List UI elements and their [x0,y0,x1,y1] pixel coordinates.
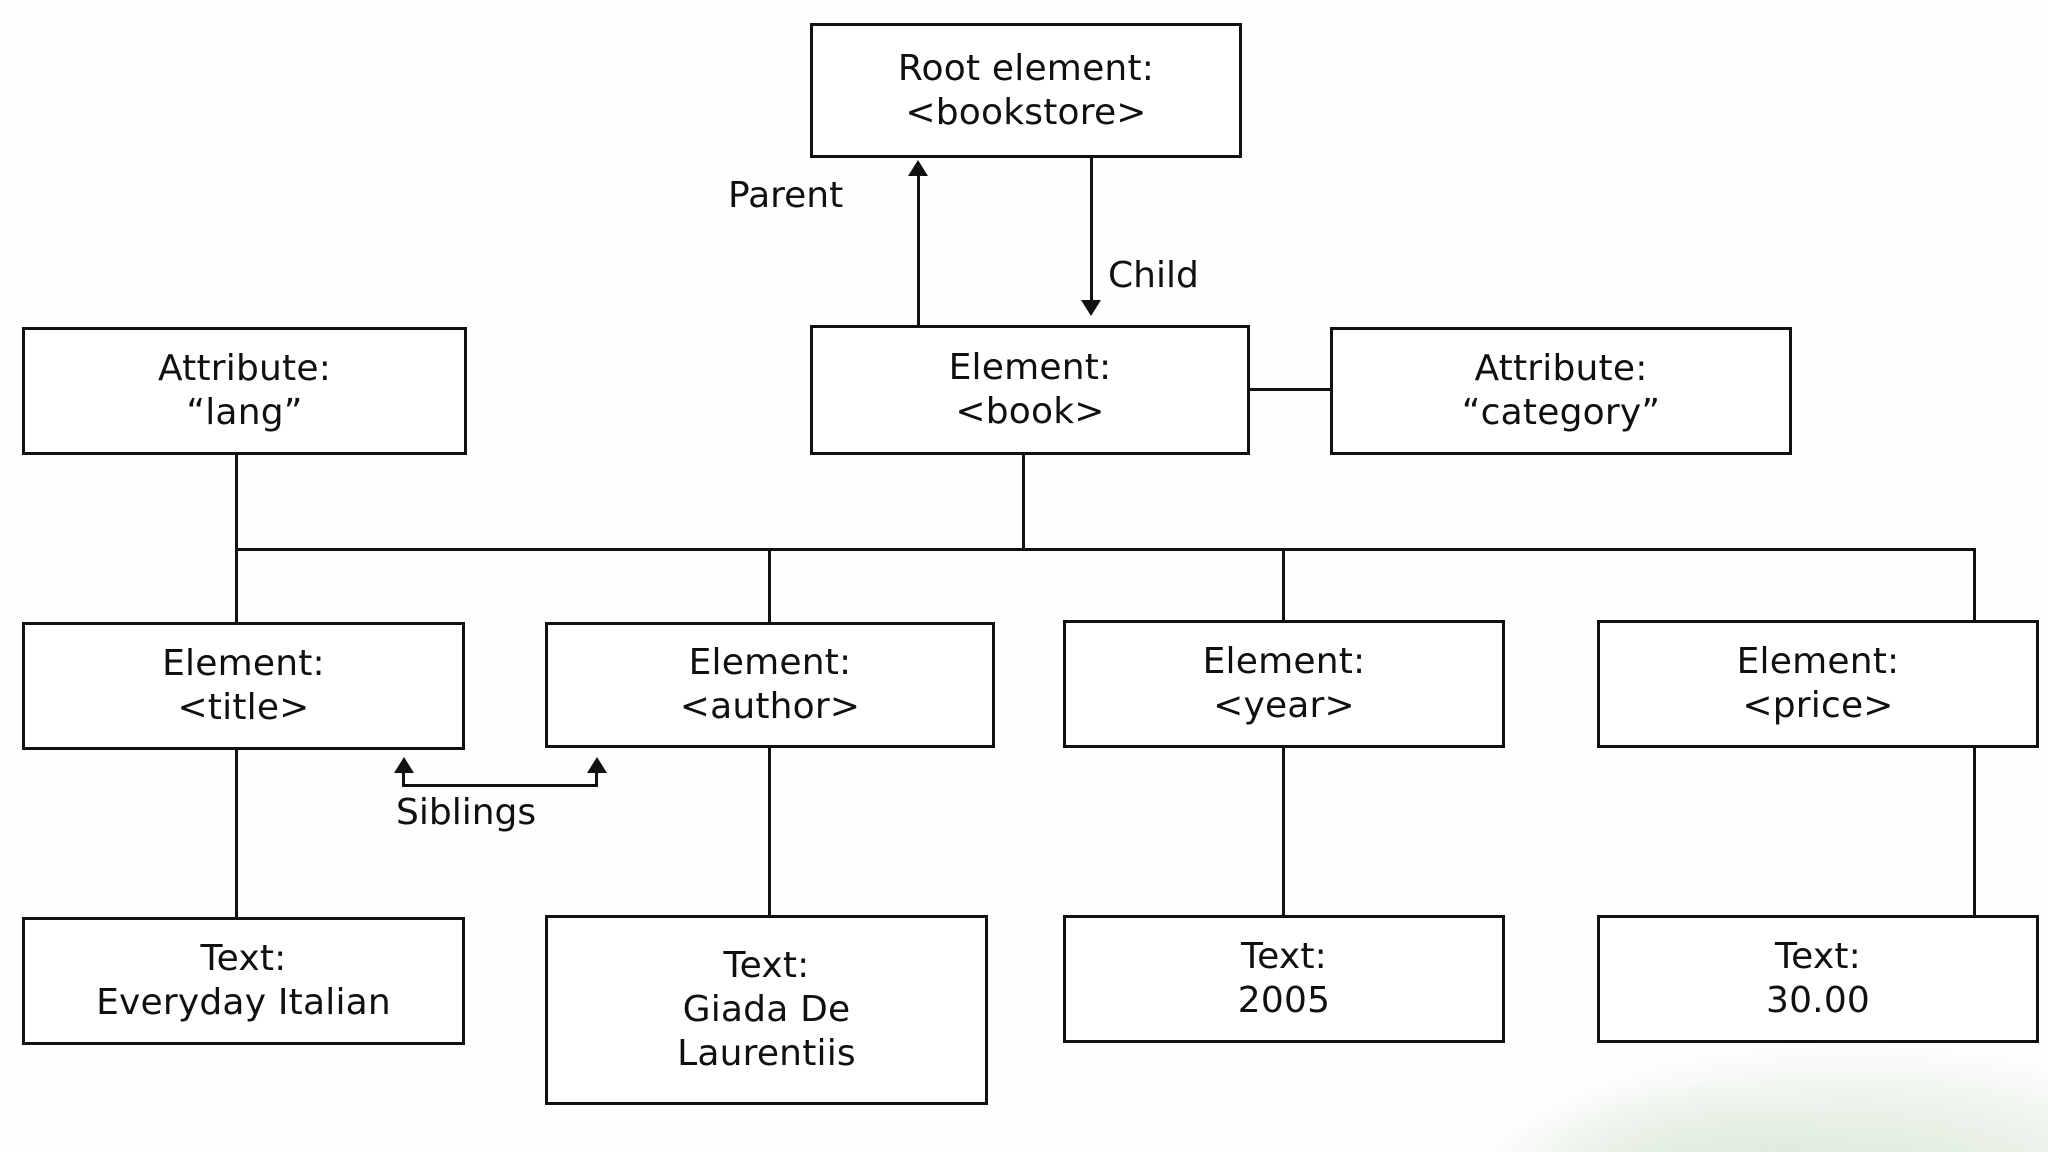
node-root-label-line1: Root element: [897,47,1155,89]
book-to-category-link [1250,388,1330,391]
node-attribute-category[interactable]: Attribute: “category” [1330,327,1792,455]
bus-drop-price [1973,548,1976,624]
node-attr-lang-label-line1: Attribute: [157,348,332,390]
node-title-label-line2: <title> [177,687,310,728]
node-text-title-label-line2: Everyday Italian [96,982,391,1023]
node-author-label-line2: <author> [679,686,861,727]
node-attr-lang-label-line2: “lang” [186,392,303,433]
child-arrowhead-icon [1081,300,1101,316]
node-text-title-label-line1: Text: [200,938,287,980]
author-to-text-line [768,748,771,915]
edge-label-child: Child [1108,255,1199,296]
node-element-price[interactable]: Element: <price> [1597,620,2039,748]
decorative-green-wash [1468,1042,2048,1152]
year-to-text-line [1282,748,1285,915]
edge-label-siblings: Siblings [396,792,537,833]
node-text-author-label-line3: Laurentiis [677,1032,856,1074]
bus-drop-title [235,548,238,624]
node-element-book[interactable]: Element: <book> [810,325,1250,455]
child-edge-line [1090,158,1093,308]
node-book-label-line2: <book> [955,391,1105,432]
node-price-label-line1: Element: [1736,641,1900,683]
lang-attribute-drop-line [235,455,238,550]
title-to-text-line [235,750,238,917]
node-element-title[interactable]: Element: <title> [22,622,465,750]
parent-arrowhead-icon [908,160,928,176]
node-text-price[interactable]: Text: 30.00 [1597,915,2039,1043]
parent-edge-line [917,175,920,327]
node-text-author-label-line2: Giada De [682,989,851,1031]
node-text-author-label-line1: Text: [723,945,810,987]
price-to-text-line [1973,748,1976,915]
siblings-bracket-left-stem [402,770,405,786]
node-text-year-label-line2: 2005 [1237,980,1331,1021]
children-bus-line [235,548,1976,551]
node-price-label-line2: <price> [1742,685,1894,726]
book-drop-line [1022,455,1025,550]
siblings-bracket-bar [402,784,598,787]
siblings-left-arrowhead-icon [394,757,414,773]
siblings-bracket-right-stem [595,770,598,786]
node-year-label-line1: Element: [1202,641,1366,683]
bus-drop-year [1282,548,1285,624]
node-attr-category-label-line2: “category” [1461,392,1661,433]
node-title-label-line1: Element: [162,643,325,685]
node-book-label-line1: Element: [948,347,1112,389]
node-element-author[interactable]: Element: <author> [545,622,995,748]
node-attribute-lang[interactable]: Attribute: “lang” [22,327,467,455]
edge-label-parent: Parent [728,175,844,216]
bus-drop-author [768,548,771,624]
decorative-green-wash-secondary [1478,1080,1898,1152]
node-text-price-label-line1: Text: [1775,936,1861,978]
node-text-year-label-line1: Text: [1241,936,1327,978]
node-author-label-line1: Element: [688,642,852,684]
node-text-author[interactable]: Text: Giada De Laurentiis [545,915,988,1105]
node-attr-category-label-line1: Attribute: [1474,348,1648,390]
node-text-title[interactable]: Text: Everyday Italian [22,917,465,1045]
node-element-year[interactable]: Element: <year> [1063,620,1505,748]
node-root-bookstore[interactable]: Root element: <bookstore> [810,23,1242,158]
node-text-year[interactable]: Text: 2005 [1063,915,1505,1043]
node-year-label-line2: <year> [1213,685,1355,726]
node-root-label-line2: <bookstore> [905,91,1147,133]
node-text-price-label-line2: 30.00 [1765,980,1871,1021]
siblings-right-arrowhead-icon [587,757,607,773]
